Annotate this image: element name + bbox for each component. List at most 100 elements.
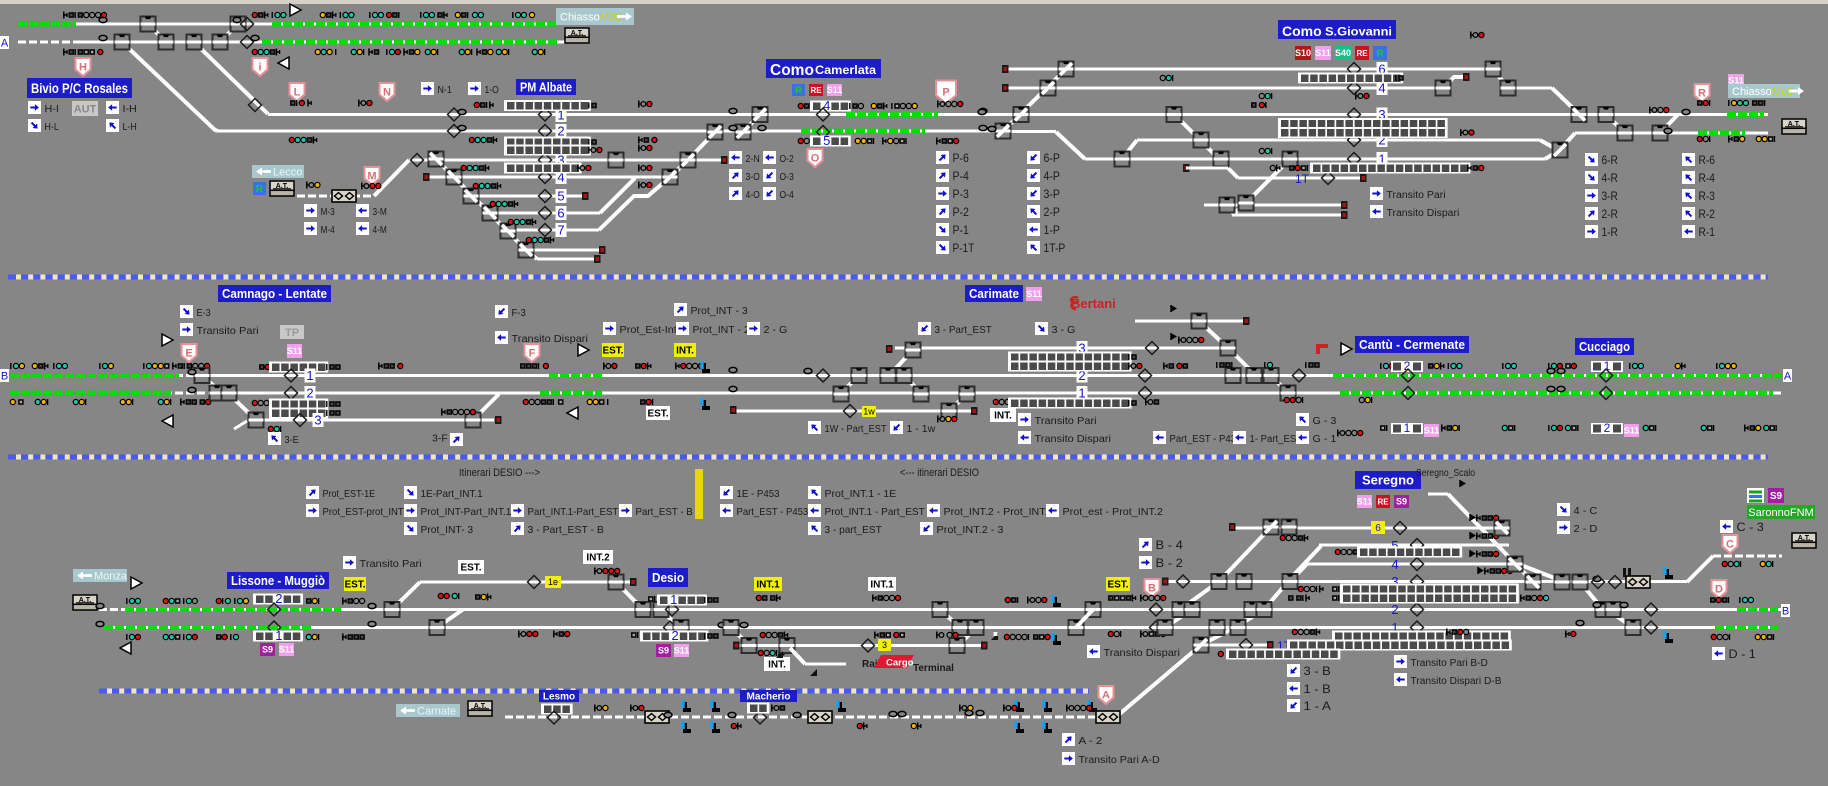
svg-text:Part_INT.1-Part_EST: Part_INT.1-Part_EST bbox=[528, 506, 619, 518]
svg-text:R-1: R-1 bbox=[1699, 225, 1716, 239]
svg-text:B - 2: B - 2 bbox=[1156, 556, 1184, 570]
svg-text:Part_EST - P435: Part_EST - P435 bbox=[1170, 433, 1242, 445]
svg-text:Transito Pari: Transito Pari bbox=[1387, 190, 1446, 201]
svg-text:O-3: O-3 bbox=[780, 171, 794, 183]
svg-text:Transito Pari: Transito Pari bbox=[197, 325, 259, 337]
svg-text:4-R: 4-R bbox=[1602, 171, 1619, 185]
svg-text:4-P: 4-P bbox=[1044, 169, 1060, 183]
svg-text:2: 2 bbox=[1404, 359, 1411, 373]
svg-text:A.T.: A.T. bbox=[1788, 121, 1801, 128]
svg-text:1: 1 bbox=[1078, 386, 1085, 401]
svg-text:1: 1 bbox=[306, 368, 313, 383]
svg-text:A.T.: A.T. bbox=[276, 183, 289, 190]
svg-text:S11: S11 bbox=[827, 85, 843, 95]
svg-text:Transito Dispari: Transito Dispari bbox=[1035, 433, 1111, 445]
svg-text:Seregno_Scalo: Seregno_Scalo bbox=[1416, 468, 1475, 479]
svg-text:INT.1: INT.1 bbox=[756, 580, 780, 591]
svg-text:L-H: L-H bbox=[123, 121, 137, 133]
svg-text:1w: 1w bbox=[863, 407, 875, 417]
svg-text:Chiasso: Chiasso bbox=[1732, 86, 1772, 98]
svg-text:L: L bbox=[294, 87, 301, 99]
svg-text:1: 1 bbox=[1391, 620, 1398, 635]
svg-text:4: 4 bbox=[1391, 557, 1398, 572]
svg-text:3 - B: 3 - B bbox=[1304, 664, 1331, 678]
svg-text:2: 2 bbox=[671, 628, 678, 643]
svg-text:G - 3: G - 3 bbox=[1313, 415, 1337, 427]
svg-text:Desio: Desio bbox=[652, 570, 684, 585]
svg-text:M: M bbox=[367, 171, 376, 183]
svg-text:S11: S11 bbox=[1357, 497, 1373, 507]
svg-text:1W - Part_EST: 1W - Part_EST bbox=[825, 423, 888, 435]
svg-text:Prot_INT- 3: Prot_INT- 3 bbox=[421, 524, 474, 536]
svg-text:Prot_INT.2 - Prot_INT.1: Prot_INT.2 - Prot_INT.1 bbox=[944, 506, 1054, 518]
svg-text:3: 3 bbox=[882, 640, 887, 650]
svg-text:Prot_INT - 2: Prot_INT - 2 bbox=[693, 324, 750, 336]
svg-text:RE: RE bbox=[810, 86, 822, 95]
svg-text:6-R: 6-R bbox=[1602, 153, 1619, 167]
svg-text:Chiasso: Chiasso bbox=[560, 12, 600, 24]
svg-text:F: F bbox=[529, 348, 536, 360]
svg-text:1: 1 bbox=[670, 592, 677, 607]
svg-text:3: 3 bbox=[1391, 574, 1398, 589]
svg-text:R-2: R-2 bbox=[1699, 207, 1716, 221]
svg-text:Cargo: Cargo bbox=[886, 658, 914, 669]
svg-text:O-2: O-2 bbox=[780, 153, 794, 165]
svg-text:Rail: Rail bbox=[862, 659, 881, 670]
svg-text:Bivio P/C Rosales: Bivio P/C Rosales bbox=[31, 81, 128, 96]
svg-text:Monza: Monza bbox=[94, 571, 128, 583]
svg-text:R-3: R-3 bbox=[1699, 189, 1716, 203]
svg-text:S11: S11 bbox=[287, 346, 303, 356]
svg-text:1-P: 1-P bbox=[1044, 223, 1060, 237]
svg-text:AUT: AUT bbox=[74, 103, 97, 115]
svg-text:A: A bbox=[1, 38, 9, 50]
svg-text:M-3: M-3 bbox=[321, 206, 335, 218]
svg-text:4: 4 bbox=[823, 98, 830, 113]
svg-text:F-3: F-3 bbox=[512, 307, 526, 319]
svg-text:Part_EST - B: Part_EST - B bbox=[636, 506, 693, 518]
svg-text:O: O bbox=[811, 153, 820, 165]
svg-text:3-R: 3-R bbox=[1602, 189, 1619, 203]
svg-text:2 - D: 2 - D bbox=[1574, 523, 1598, 535]
svg-text:S11: S11 bbox=[1315, 48, 1331, 58]
svg-text:Prot_INT-Part_INT.1: Prot_INT-Part_INT.1 bbox=[421, 506, 512, 518]
svg-text:5: 5 bbox=[1391, 538, 1398, 553]
svg-text:2: 2 bbox=[275, 591, 282, 606]
svg-text:S9: S9 bbox=[1770, 491, 1783, 502]
svg-text:1-O: 1-O bbox=[485, 84, 499, 96]
svg-text:1: 1 bbox=[1378, 152, 1385, 167]
svg-text:Prot_Est-Int: Prot_Est-Int bbox=[620, 324, 677, 336]
svg-text:1 - A: 1 - A bbox=[1304, 699, 1331, 713]
svg-text:Carnate: Carnate bbox=[417, 706, 456, 718]
svg-text:6: 6 bbox=[557, 206, 564, 221]
svg-text:Transito Dispari: Transito Dispari bbox=[512, 333, 588, 345]
svg-text:Camerlata: Camerlata bbox=[815, 63, 876, 77]
svg-text:INT.: INT. bbox=[768, 660, 786, 671]
svg-text:1E-Part_INT.1: 1E-Part_INT.1 bbox=[421, 488, 483, 500]
svg-text:3-P: 3-P bbox=[1044, 187, 1060, 201]
svg-text:1e: 1e bbox=[548, 577, 558, 587]
svg-text:EST.: EST. bbox=[602, 346, 623, 357]
svg-text:Transito Dispari: Transito Dispari bbox=[1387, 208, 1460, 219]
svg-text:P-6: P-6 bbox=[953, 151, 970, 165]
svg-text:C - 3: C - 3 bbox=[1737, 520, 1765, 534]
svg-text:B: B bbox=[1, 371, 8, 383]
svg-text:S11: S11 bbox=[1424, 426, 1440, 436]
svg-text:1: 1 bbox=[1404, 421, 1411, 435]
svg-text:B - 4: B - 4 bbox=[1156, 538, 1184, 552]
svg-text:3-F: 3-F bbox=[432, 433, 448, 445]
svg-text:P-2: P-2 bbox=[953, 205, 970, 219]
svg-text:4-M: 4-M bbox=[373, 224, 387, 236]
svg-text:Itinerari DESIO --->: Itinerari DESIO ---> bbox=[459, 467, 540, 479]
svg-text:N-1: N-1 bbox=[438, 84, 452, 96]
svg-text:S11: S11 bbox=[1624, 426, 1640, 436]
svg-text:<--- itinerari DESIO: <--- itinerari DESIO bbox=[900, 467, 979, 479]
svg-text:Lissone - Muggiò: Lissone - Muggiò bbox=[231, 574, 325, 588]
svg-text:EST.: EST. bbox=[647, 409, 668, 420]
svg-text:PM Albate: PM Albate bbox=[520, 81, 572, 95]
svg-text:2-R: 2-R bbox=[1602, 207, 1619, 221]
svg-text:R-6: R-6 bbox=[1699, 153, 1716, 167]
svg-text:Carimate: Carimate bbox=[969, 287, 1019, 301]
svg-text:Lesmo: Lesmo bbox=[543, 692, 575, 703]
svg-text:S11: S11 bbox=[1026, 289, 1042, 299]
svg-text:Seregno: Seregno bbox=[1362, 473, 1414, 488]
